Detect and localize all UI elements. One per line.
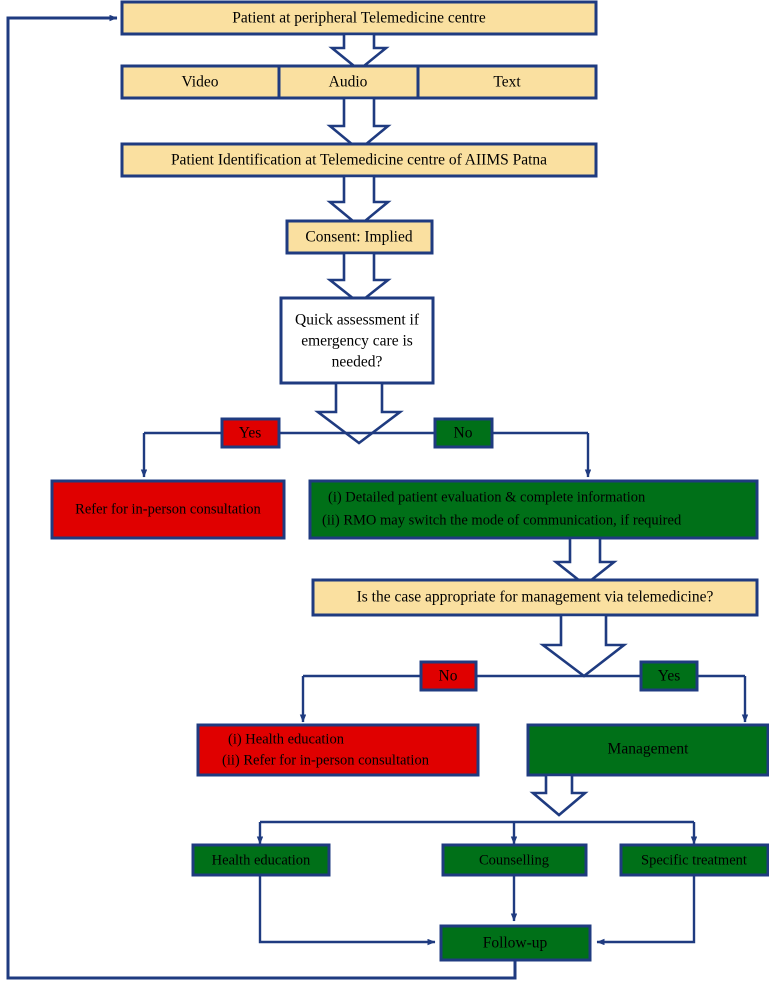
actions-to-followup-connectors (258, 875, 696, 946)
node-counselling-label: Counselling (479, 852, 549, 868)
decision-2-rail (299, 674, 749, 723)
badge-decision-1-yes-label: Yes (239, 425, 262, 442)
management-fanout-rail (256, 820, 698, 845)
node-refer-in-person-label: Refer for in-person consultation (75, 501, 261, 517)
node-detailed-evaluation: (i) Detailed patient evaluation & comple… (308, 479, 759, 540)
node-patient-entry: Patient at peripheral Telemedicine centr… (120, 0, 598, 36)
node-health-education-label: Health education (212, 852, 311, 868)
node-patient-identification: Patient Identification at Telemedicine c… (120, 142, 598, 178)
node-specific-treatment: Specific treatment (619, 843, 769, 877)
decision-1-rail (140, 431, 592, 478)
block-arrow-consent-to-assessment (326, 251, 392, 305)
node-consent-label: Consent: Implied (305, 229, 412, 246)
block-arrow-management-to-actions (529, 773, 589, 817)
badge-decision-2-no: No (419, 660, 478, 692)
block-arrow-assessment-to-decision-1 (314, 381, 404, 445)
node-specific-treatment-label: Specific treatment (641, 852, 747, 868)
node-mode-text-label: Text (493, 74, 521, 91)
node-health-education: Health education (191, 843, 331, 877)
badge-decision-2-yes-label: Yes (658, 668, 681, 685)
block-arrow-entry-to-modes (328, 32, 390, 72)
node-management-label: Management (608, 741, 690, 758)
node-counselling: Counselling (441, 843, 588, 877)
node-patient-identification-label: Patient Identification at Telemedicine c… (171, 152, 547, 169)
block-arrow-case-question-to-decision-2 (539, 613, 628, 678)
node-health-education-refer: (i) Health education (ii) Refer for in-p… (196, 723, 480, 777)
node-follow-up: Follow-up (439, 924, 592, 962)
badge-decision-2-no-label: No (439, 668, 458, 685)
node-case-appropriate-question: Is the case appropriate for management v… (311, 578, 759, 617)
node-mode-video-label: Video (182, 74, 219, 91)
block-arrow-evaluation-to-case-question (552, 536, 618, 587)
node-refer-in-person: Refer for in-person consultation (50, 479, 286, 540)
node-detailed-evaluation-line-2: (ii) RMO may switch the mode of communic… (322, 512, 682, 528)
node-quick-assessment-line-2: emergency care is (301, 333, 413, 350)
node-health-education-refer-line-1: (i) Health education (228, 731, 345, 747)
node-patient-entry-label: Patient at peripheral Telemedicine centr… (232, 10, 486, 27)
feedback-loop-connector (6, 14, 517, 980)
node-detailed-evaluation-line-1: (i) Detailed patient evaluation & comple… (328, 489, 646, 505)
badge-decision-1-no: No (433, 417, 494, 449)
node-follow-up-label: Follow-up (483, 935, 548, 952)
node-consent: Consent: Implied (285, 219, 434, 255)
node-case-appropriate-question-label: Is the case appropriate for management v… (357, 589, 714, 606)
block-arrow-identification-to-consent (326, 174, 392, 228)
badge-decision-1-no-label: No (454, 425, 473, 442)
node-quick-assessment-line-3: needed? (332, 354, 383, 371)
node-mode-row: Video Audio Text (120, 64, 598, 100)
node-health-education-refer-line-2: (ii) Refer for in-person consultation (222, 752, 430, 768)
badge-decision-2-yes: Yes (639, 660, 699, 692)
node-quick-assessment-line-1: Quick assessment if (295, 312, 420, 329)
badge-decision-1-yes: Yes (220, 417, 281, 449)
node-quick-assessment: Quick assessment if emergency care is ne… (279, 296, 435, 385)
node-management: Management (526, 723, 769, 777)
node-mode-audio-label: Audio (329, 74, 368, 91)
block-arrow-modes-to-identification (326, 96, 392, 152)
